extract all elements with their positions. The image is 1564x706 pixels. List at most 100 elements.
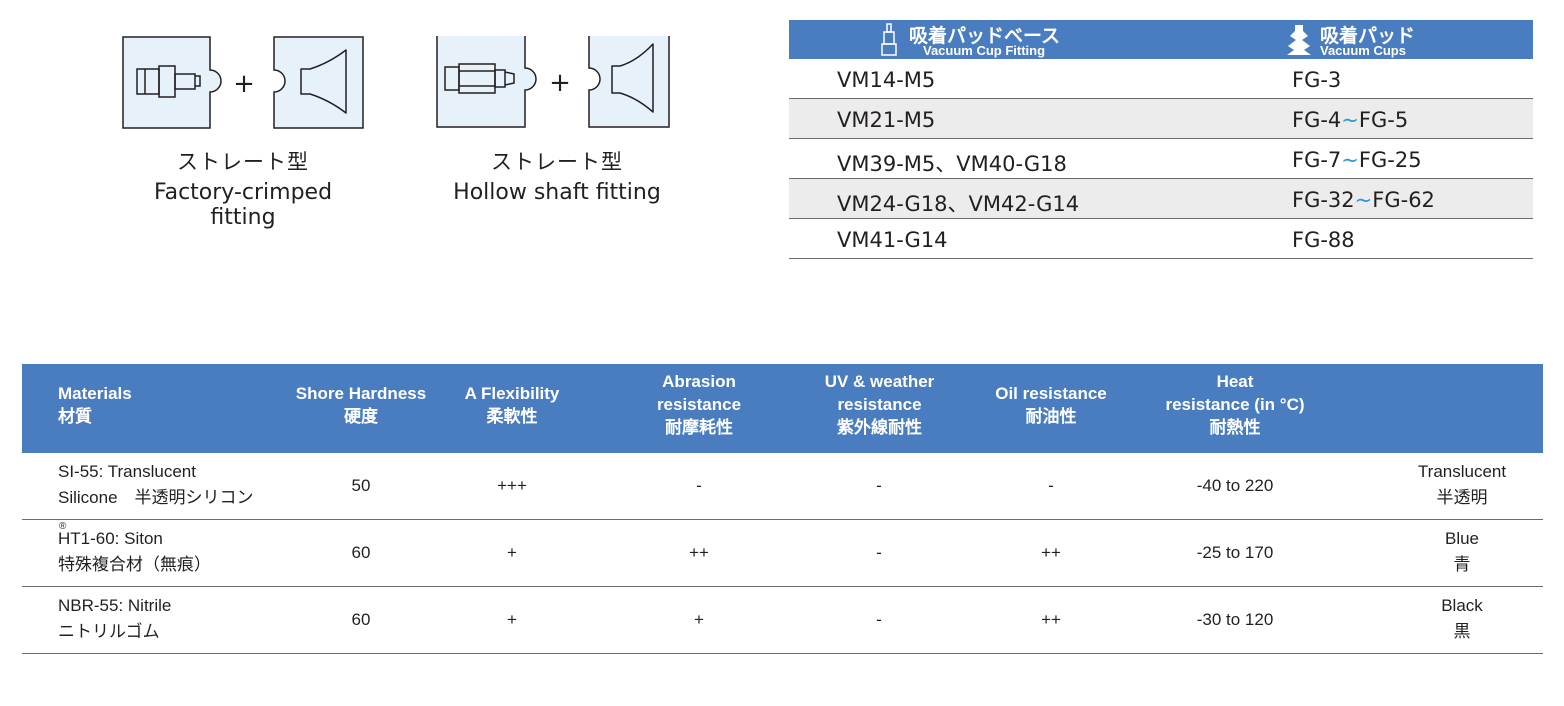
header-abrasion-jp: 耐摩耗性 [665, 418, 733, 437]
header-uv-en-2: resistance [837, 395, 922, 414]
header-heat-resistance: Heat resistance (in °C) 耐熱性 [1153, 370, 1317, 439]
header-flexibility-jp: 柔軟性 [486, 407, 538, 426]
material-name-en: ®HT1-60: Siton [58, 522, 211, 552]
compat-base: VM14-M5 [837, 68, 936, 92]
compat-row: VM14-M5 FG-3 [789, 59, 1533, 99]
header-cup-jp: 吸着パッド [1320, 25, 1416, 47]
compat-cup: FG-32~FG-62 [1292, 188, 1435, 212]
oil-value: - [1048, 476, 1054, 495]
color-en: Black [1441, 596, 1483, 615]
shore-hardness-value: 60 [351, 610, 371, 629]
material-name-en: NBR-55: Nitrile [58, 596, 172, 615]
fitting-icon [881, 23, 897, 56]
compat-row: VM41-G14 FG-88 [789, 219, 1533, 259]
heat-value: -30 to 120 [1196, 610, 1274, 629]
compat-row: VM24-G18、VM42-G14 FG-32~FG-62 [789, 179, 1533, 219]
header-base-en: Vacuum Cup Fitting [923, 43, 1046, 58]
color-value: Blue 青 [1392, 526, 1532, 578]
material-name-jp: ニトリルゴム [58, 622, 160, 641]
factory-crimped-diagram: + [122, 36, 364, 129]
compat-base: VM39-M5、VM40-G18 [837, 152, 1067, 176]
compatibility-table-header: 吸着パッドベース Vacuum Cup Fitting 吸着パッド Vacuum… [789, 20, 1533, 59]
range-tilde: ~ [1354, 188, 1373, 212]
header-flexibility: A Flexibility 柔軟性 [451, 382, 573, 428]
flexibility-value: + [507, 543, 517, 562]
header-oil-en: Oil resistance [995, 384, 1107, 403]
heat-value: -40 to 220 [1196, 476, 1274, 495]
abrasion-value: ++ [689, 543, 709, 562]
compat-cup-a: FG-32 [1292, 188, 1355, 212]
header-uv-weather-resistance: UV & weather resistance 紫外線耐性 [807, 370, 952, 439]
color-en: Blue [1444, 529, 1480, 548]
compat-cup-b: FG-25 [1358, 148, 1422, 172]
material-row: SI-55: Translucent Silicone 半透明シリコン 50 +… [22, 453, 1543, 520]
materials-table: Materials 材質 Shore Hardness 硬度 A Flexibi… [22, 364, 1543, 654]
hollow-shaft-diagram: + [436, 36, 670, 128]
header-heat-en-1: Heat [1216, 372, 1254, 391]
color-jp: 半透明 [1436, 488, 1488, 507]
material-row: NBR-55: Nitrile ニトリルゴム 60 + + - ++ -30 t… [22, 587, 1543, 654]
shore-hardness-value: 60 [351, 543, 371, 562]
compat-cup: FG-3 [1292, 68, 1341, 92]
fitting-1-label-en: Factory-crimped fitting [153, 180, 333, 230]
header-abrasion-resistance: Abrasion resistance 耐摩耗性 [629, 370, 769, 439]
header-cup-en: Vacuum Cups [1320, 43, 1406, 58]
header-base-jp: 吸着パッドベース [909, 25, 1061, 47]
compat-row: VM39-M5、VM40-G18 FG-7~FG-25 [789, 139, 1533, 179]
compat-cup-b: FG-62 [1372, 188, 1435, 212]
material-name-en: SI-55: Translucent [58, 462, 196, 481]
fitting-1-label-jp: ストレート型 [177, 150, 309, 174]
plus-sign-2: + [549, 68, 571, 98]
header-materials-en: Materials [58, 384, 132, 403]
header-flexibility-en: A Flexibility [464, 384, 560, 403]
flexibility-value: + [507, 610, 517, 629]
color-value: Translucent 半透明 [1392, 459, 1532, 511]
compat-cup-a: FG-7 [1292, 148, 1342, 172]
range-tilde: ~ [1341, 148, 1359, 172]
material-name: ®HT1-60: Siton 特殊複合材（無痕） [58, 522, 211, 578]
color-jp: 黒 [1453, 622, 1471, 641]
material-name-en-text: HT1-60: Siton [58, 529, 163, 548]
header-materials: Materials 材質 [58, 382, 132, 428]
compat-row: VM21-M5 FG-4~FG-5 [789, 99, 1533, 139]
fitting-hollow-shaft: + ストレート型 Hollow shaft fitting [432, 36, 682, 216]
material-name-jp: Silicone 半透明シリコン [58, 488, 254, 507]
fitting-2-label-en: Hollow shaft fitting [453, 180, 661, 205]
compat-cup: FG-4~FG-5 [1292, 108, 1408, 132]
color-en: Translucent [1417, 462, 1507, 481]
header-shore-hardness: Shore Hardness 硬度 [290, 382, 432, 428]
abrasion-value: - [696, 476, 702, 495]
compat-cup-a: FG-3 [1292, 68, 1342, 92]
shore-hardness-value: 50 [351, 476, 371, 495]
color-value: Black 黒 [1392, 593, 1532, 645]
material-name-jp: 特殊複合材（無痕） [58, 555, 211, 574]
compat-base: VM41-G14 [837, 228, 948, 252]
compat-cup-a: FG-88 [1292, 228, 1355, 252]
header-hardness-en: Shore Hardness [295, 384, 427, 403]
range-tilde: ~ [1341, 108, 1359, 132]
oil-value: ++ [1041, 610, 1061, 629]
fitting-factory-crimped: + ストレート型 Factory-crimped fitting [118, 36, 368, 230]
material-name: NBR-55: Nitrile ニトリルゴム [58, 593, 171, 645]
materials-table-header: Materials 材質 Shore Hardness 硬度 A Flexibi… [22, 364, 1543, 453]
abrasion-value: + [694, 610, 704, 629]
material-name: SI-55: Translucent Silicone 半透明シリコン [58, 459, 254, 511]
compat-cup: FG-7~FG-25 [1292, 148, 1422, 172]
fitting-2-label-jp: ストレート型 [491, 150, 623, 174]
uv-value: - [876, 476, 882, 495]
header-heat-en-2: resistance (in °C) [1165, 395, 1305, 414]
header-abrasion-en-1: Abrasion [662, 372, 736, 391]
compat-cup: FG-88 [1292, 228, 1355, 252]
uv-value: - [876, 610, 882, 629]
compat-cup-a: FG-4 [1292, 108, 1342, 132]
color-jp: 青 [1453, 555, 1471, 574]
flexibility-value: +++ [497, 476, 527, 495]
header-oil-jp: 耐油性 [1025, 407, 1077, 426]
oil-value: ++ [1041, 543, 1061, 562]
header-heat-jp: 耐熱性 [1209, 418, 1261, 437]
header-hardness-jp: 硬度 [344, 407, 378, 426]
header-uv-en-1: UV & weather [824, 372, 935, 391]
header-oil-resistance: Oil resistance 耐油性 [982, 382, 1120, 428]
compat-cup-b: FG-5 [1358, 108, 1409, 132]
compat-base: VM24-G18、VM42-G14 [837, 192, 1080, 216]
